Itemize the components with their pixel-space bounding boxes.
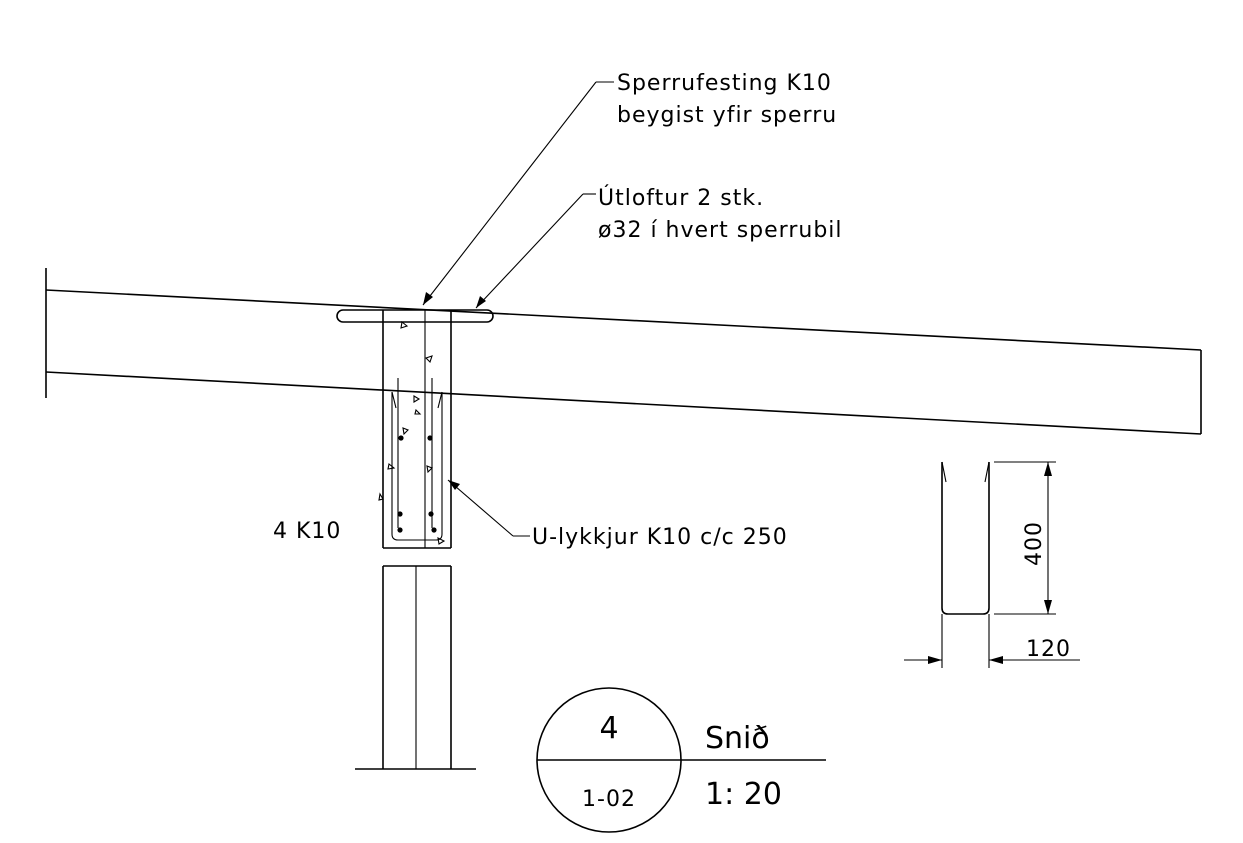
dim-height-label: 400 <box>1022 521 1047 566</box>
vent-label-2: ø32 í hvert sperrubil <box>598 218 843 243</box>
section-title: Snið <box>705 721 770 756</box>
concrete-ring-beam <box>382 310 452 567</box>
lower-wall <box>355 566 476 770</box>
rafter-beam <box>45 268 1202 435</box>
dim-width-label: 120 <box>1026 637 1071 662</box>
bottom-bars-label: 4 K10 <box>273 519 341 544</box>
section-sheet: 1-02 <box>582 787 636 812</box>
vent-pipe <box>336 309 494 323</box>
leader-u-loops <box>447 479 530 537</box>
u-loop-rebar <box>391 378 443 541</box>
concrete-aggregate <box>378 320 446 545</box>
section-marker <box>536 687 826 833</box>
rafter-fastener-label-2: beygist yfir sperru <box>617 103 837 128</box>
u-loops-label: U-lykkjur K10 c/c 250 <box>532 525 788 550</box>
rebar-dots <box>397 435 437 533</box>
leader-rafter-fastener <box>422 81 614 306</box>
section-scale: 1: 20 <box>705 777 782 812</box>
vent-label-1: Útloftur 2 stk. <box>598 185 764 211</box>
u-loop-detail <box>904 461 1080 668</box>
section-number: 4 <box>599 711 618 746</box>
rafter-fastener-label-1: Sperrufesting K10 <box>617 71 832 96</box>
leader-vent <box>475 193 596 309</box>
